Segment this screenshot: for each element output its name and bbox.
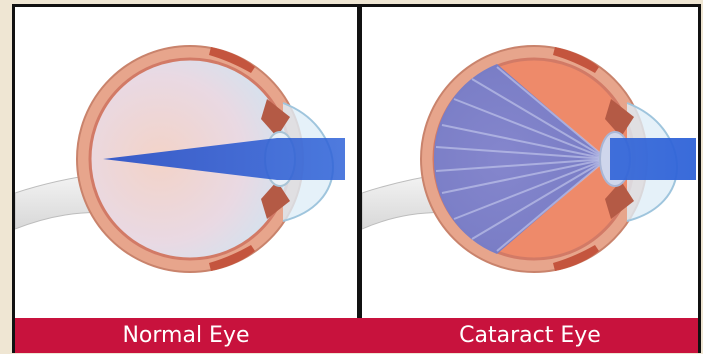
caption-bar: Normal Eye Cataract Eye xyxy=(15,318,698,353)
cataract-eye-panel xyxy=(362,7,698,318)
figure-frame: Normal Eye Cataract Eye xyxy=(12,4,701,353)
light-beam xyxy=(610,138,696,180)
cataract-eye-caption: Cataract Eye xyxy=(362,318,698,353)
normal-eye-caption: Normal Eye xyxy=(15,318,357,353)
cataract-eye-illustration xyxy=(362,7,698,318)
normal-eye-panel xyxy=(15,7,357,318)
normal-eye-illustration xyxy=(15,7,357,318)
